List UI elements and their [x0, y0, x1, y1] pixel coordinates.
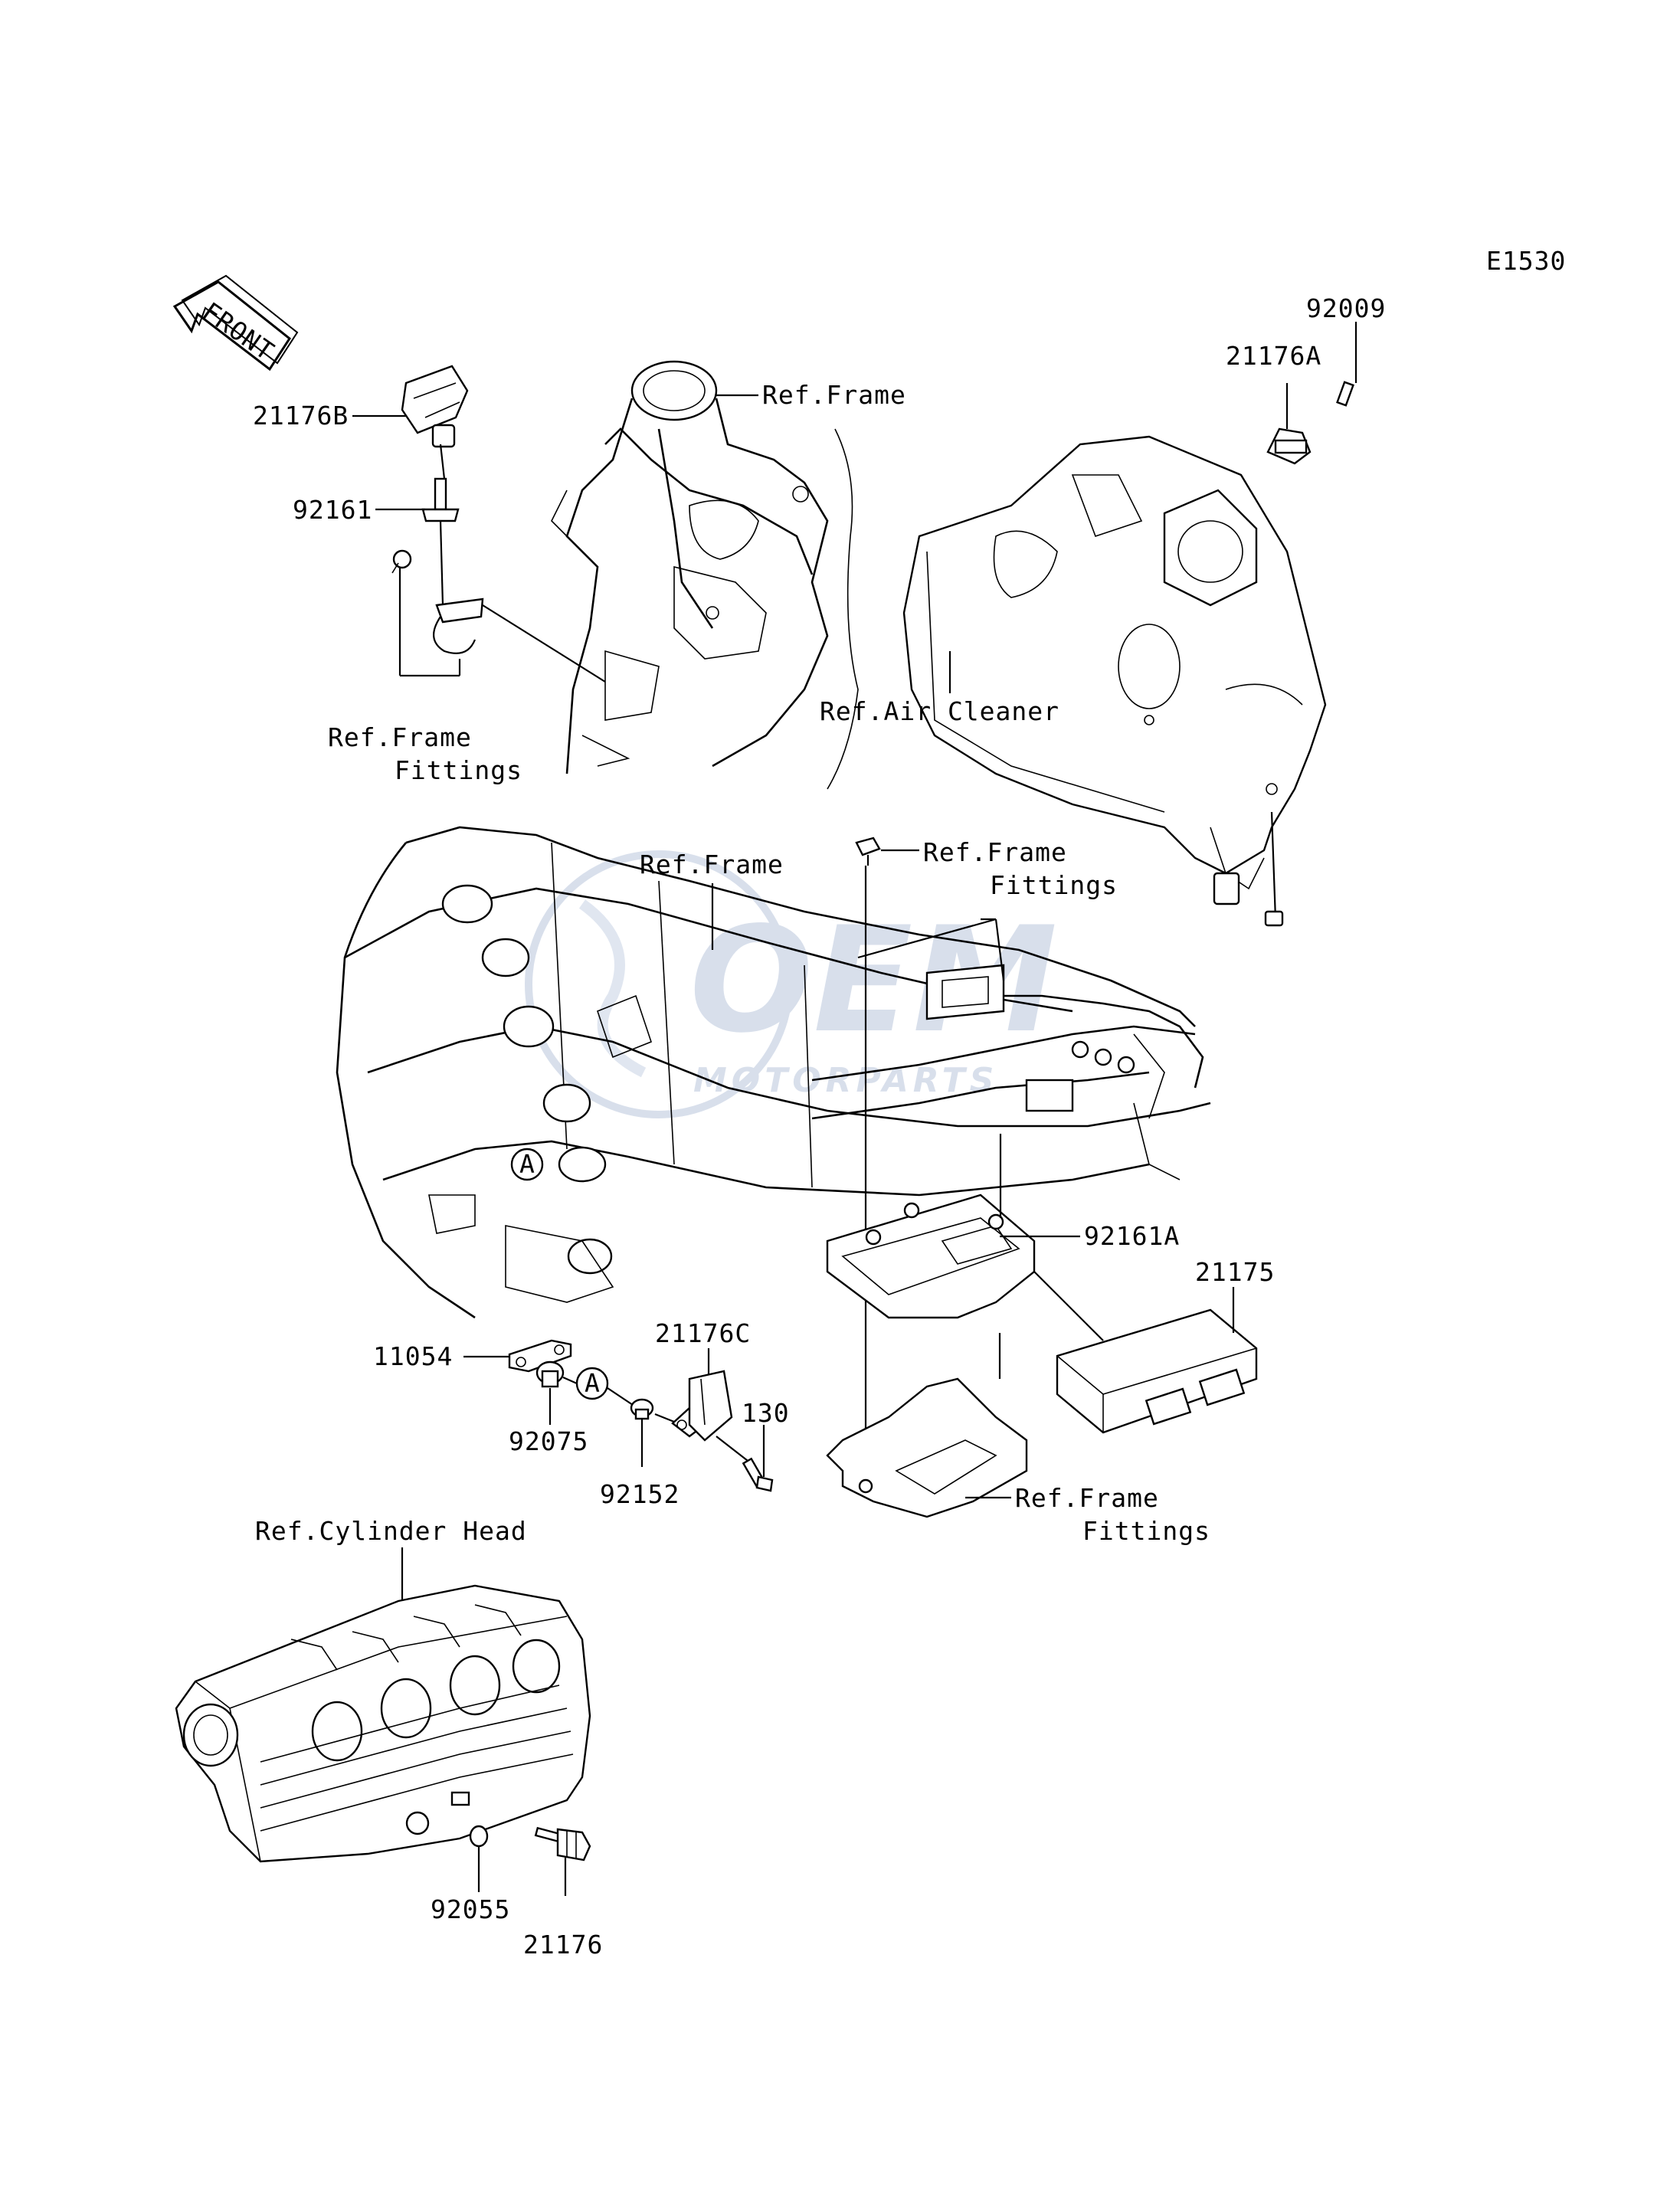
sensor-21176: [534, 1826, 591, 1861]
label-ref-frame-fittings-left-1: Ref.Frame: [328, 722, 472, 752]
cylinder-head: [175, 1584, 591, 1863]
label-ref-frame-fittings-right-2: Fittings: [990, 870, 1118, 900]
label-ref-cylinder-head: Ref.Cylinder Head: [255, 1516, 527, 1546]
bracket-left: [433, 598, 484, 654]
label-ref-frame-mid: Ref.Frame: [640, 850, 784, 879]
marker-a-frame: A: [510, 1148, 544, 1181]
bolt-ecu-top: [855, 837, 881, 866]
label-21176B: 21176B: [253, 401, 349, 431]
label-130: 130: [742, 1398, 790, 1428]
marker-a-bottom: A: [575, 1367, 609, 1400]
marker-a-bottom-letter: A: [585, 1368, 601, 1398]
sensor-21176A: [1266, 427, 1312, 465]
marker-a-frame-letter: A: [519, 1149, 535, 1179]
main-frame: [336, 826, 1211, 1319]
label-ref-frame-top: Ref.Frame: [762, 380, 906, 410]
label-ref-frame-fittings-bottom-1: Ref.Frame: [1015, 1483, 1159, 1513]
label-21176C: 21176C: [655, 1318, 751, 1348]
label-21176: 21176: [523, 1930, 603, 1960]
label-92055: 92055: [431, 1894, 510, 1924]
ecu-bracket-92161A: [826, 1193, 1036, 1319]
label-92075: 92075: [509, 1426, 588, 1456]
label-ref-frame-fittings-bottom-2: Fittings: [1082, 1516, 1210, 1546]
label-ref-frame-fittings-right-1: Ref.Frame: [923, 837, 1067, 867]
bolt-130: [742, 1457, 774, 1492]
label-92161A: 92161A: [1084, 1221, 1180, 1251]
screw-92009: [1336, 381, 1354, 407]
air-cleaner: [902, 435, 1327, 927]
label-92009: 92009: [1306, 293, 1386, 323]
frame-top-section: [551, 360, 859, 790]
label-21176A: 21176A: [1226, 341, 1321, 371]
grommet-92075: [535, 1360, 565, 1388]
label-92152: 92152: [600, 1479, 680, 1509]
label-21175: 21175: [1195, 1257, 1275, 1287]
label-ref-air-cleaner: Ref.Air Cleaner: [820, 696, 1059, 726]
diagram-code: E1530: [1486, 246, 1566, 276]
gasket-11054: [508, 1339, 572, 1373]
bracket-ecu-bottom: [826, 1377, 1028, 1518]
label-11054: 11054: [373, 1341, 453, 1371]
bolt-92161: [421, 477, 460, 522]
washer-92055: [469, 1825, 489, 1848]
watermark-tagline: MOTORPARTS: [693, 1061, 998, 1100]
sensor-21176B: [401, 365, 469, 448]
collar-92152: [630, 1398, 654, 1420]
ecu-21175: [1056, 1308, 1258, 1434]
front-arrow-icon: FRONT: [172, 274, 299, 372]
label-ref-frame-fittings-left-2: Fittings: [395, 755, 522, 785]
sensor-21176C: [671, 1370, 733, 1442]
clip-small-left: [391, 549, 412, 574]
label-92161: 92161: [293, 495, 372, 525]
